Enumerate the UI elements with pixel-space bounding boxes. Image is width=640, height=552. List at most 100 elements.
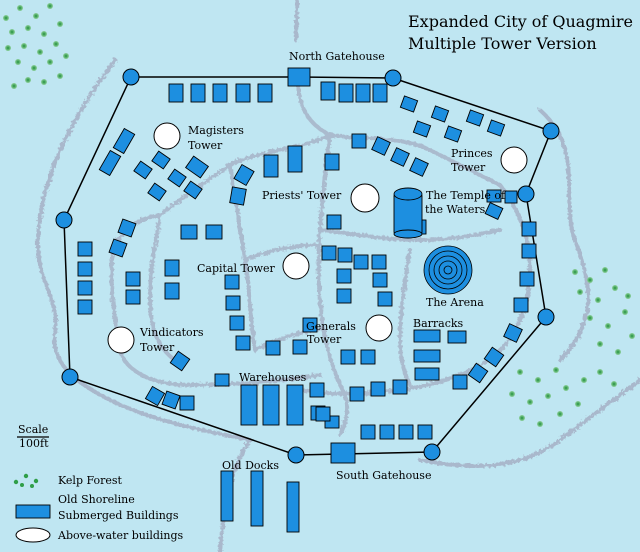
submerged-building <box>338 83 354 103</box>
wall-tower-ne <box>542 122 560 140</box>
submerged-building <box>371 136 391 156</box>
submerged-building <box>287 145 303 173</box>
wall-tower-se <box>537 308 555 326</box>
submerged-building <box>513 297 529 313</box>
submerged-building <box>229 315 245 331</box>
submerged-building <box>355 83 371 103</box>
submerged-building <box>377 291 393 307</box>
submerged-building <box>484 202 504 220</box>
submerged-building <box>351 133 367 149</box>
wall-tower-e <box>517 185 535 203</box>
legend-submerged-swatch <box>15 504 51 519</box>
submerged-building <box>519 271 535 287</box>
label-old-docks: Old Docks <box>222 459 279 472</box>
submerged-building <box>169 350 191 372</box>
submerged-building <box>112 127 136 155</box>
capital-tower-marker <box>282 252 310 280</box>
label-princes-1: Princes <box>451 147 493 160</box>
submerged-building <box>263 154 279 178</box>
submerged-building <box>286 481 300 533</box>
scale-value: 100ft <box>19 437 49 450</box>
submerged-building <box>315 406 331 422</box>
magisters-tower-marker <box>153 122 181 150</box>
submerged-building <box>409 157 429 177</box>
wall-tower-nw <box>122 68 140 86</box>
submerged-building <box>336 288 352 304</box>
submerged-building <box>212 83 228 103</box>
label-priests-tower: Priests' Tower <box>262 189 342 202</box>
submerged-building <box>465 109 485 127</box>
wall-tower-w <box>55 211 73 229</box>
submerged-building <box>372 272 388 288</box>
temple-of-the-waters <box>393 187 423 239</box>
submerged-building <box>370 381 386 397</box>
submerged-building <box>77 299 93 315</box>
label-temple-2: the Waters <box>425 203 486 216</box>
submerged-building <box>220 470 234 522</box>
submerged-building <box>504 190 518 204</box>
legend-old-shoreline: Old Shoreline <box>58 493 135 506</box>
submerged-building <box>125 289 141 305</box>
submerged-building <box>324 153 340 171</box>
submerged-building <box>467 362 489 384</box>
label-generals-1: Generals <box>306 320 356 333</box>
label-north-gatehouse: North Gatehouse <box>289 50 385 63</box>
submerged-building <box>430 105 450 123</box>
submerged-building <box>179 395 195 411</box>
submerged-building <box>235 335 251 351</box>
scale-label: Scale <box>18 423 48 436</box>
submerged-building <box>225 295 241 311</box>
submerged-building <box>399 95 419 113</box>
submerged-building <box>235 83 251 103</box>
legend-above-water-buildings: Above-water buildings <box>57 529 184 542</box>
submerged-building <box>503 323 523 343</box>
submerged-building <box>412 120 432 138</box>
submerged-building <box>164 259 180 277</box>
submerged-building <box>379 424 395 440</box>
princes-tower-marker <box>500 146 528 174</box>
label-south-gatehouse: South Gatehouse <box>336 469 431 482</box>
legend: Kelp Forest Old Shoreline Submerged Buil… <box>12 473 184 543</box>
submerged-building <box>214 373 230 387</box>
above-water-buildings <box>107 122 528 354</box>
label-magisters-2: Tower <box>188 139 223 152</box>
submerged-building <box>521 221 537 237</box>
kelp-forest-northwest <box>3 3 69 89</box>
north-gatehouse-building <box>287 67 311 87</box>
submerged-building <box>360 424 376 440</box>
legend-submerged-buildings: Submerged Buildings <box>58 509 179 522</box>
submerged-building <box>349 386 365 402</box>
submerged-building <box>205 224 223 240</box>
label-vindicators-1: Vindicators <box>139 326 204 339</box>
submerged-building <box>77 280 93 296</box>
submerged-building <box>183 180 203 200</box>
label-warehouses: Warehouses <box>239 371 307 384</box>
submerged-building <box>521 243 537 259</box>
submerged-building <box>371 254 387 270</box>
wall-tower-s-west <box>287 446 305 464</box>
submerged-building <box>133 160 153 180</box>
submerged-building <box>414 367 440 381</box>
submerged-building <box>108 238 128 258</box>
submerged-building <box>443 125 463 143</box>
submerged-building <box>413 329 441 343</box>
submerged-building <box>77 261 93 277</box>
the-arena-rings <box>423 245 473 295</box>
submerged-buildings <box>77 81 537 533</box>
submerged-building <box>390 147 410 167</box>
submerged-building <box>265 340 281 356</box>
submerged-building <box>321 245 337 261</box>
wall-tower-n-east <box>384 69 402 87</box>
submerged-building <box>483 346 505 368</box>
submerged-building <box>229 186 247 206</box>
submerged-building <box>353 254 369 270</box>
submerged-building <box>398 424 414 440</box>
submerged-building <box>486 189 502 203</box>
label-magisters-1: Magisters <box>188 124 244 137</box>
submerged-building <box>302 317 318 333</box>
submerged-building <box>77 241 93 257</box>
submerged-building <box>250 470 264 527</box>
submerged-building <box>326 214 342 230</box>
submerged-building <box>164 282 180 300</box>
